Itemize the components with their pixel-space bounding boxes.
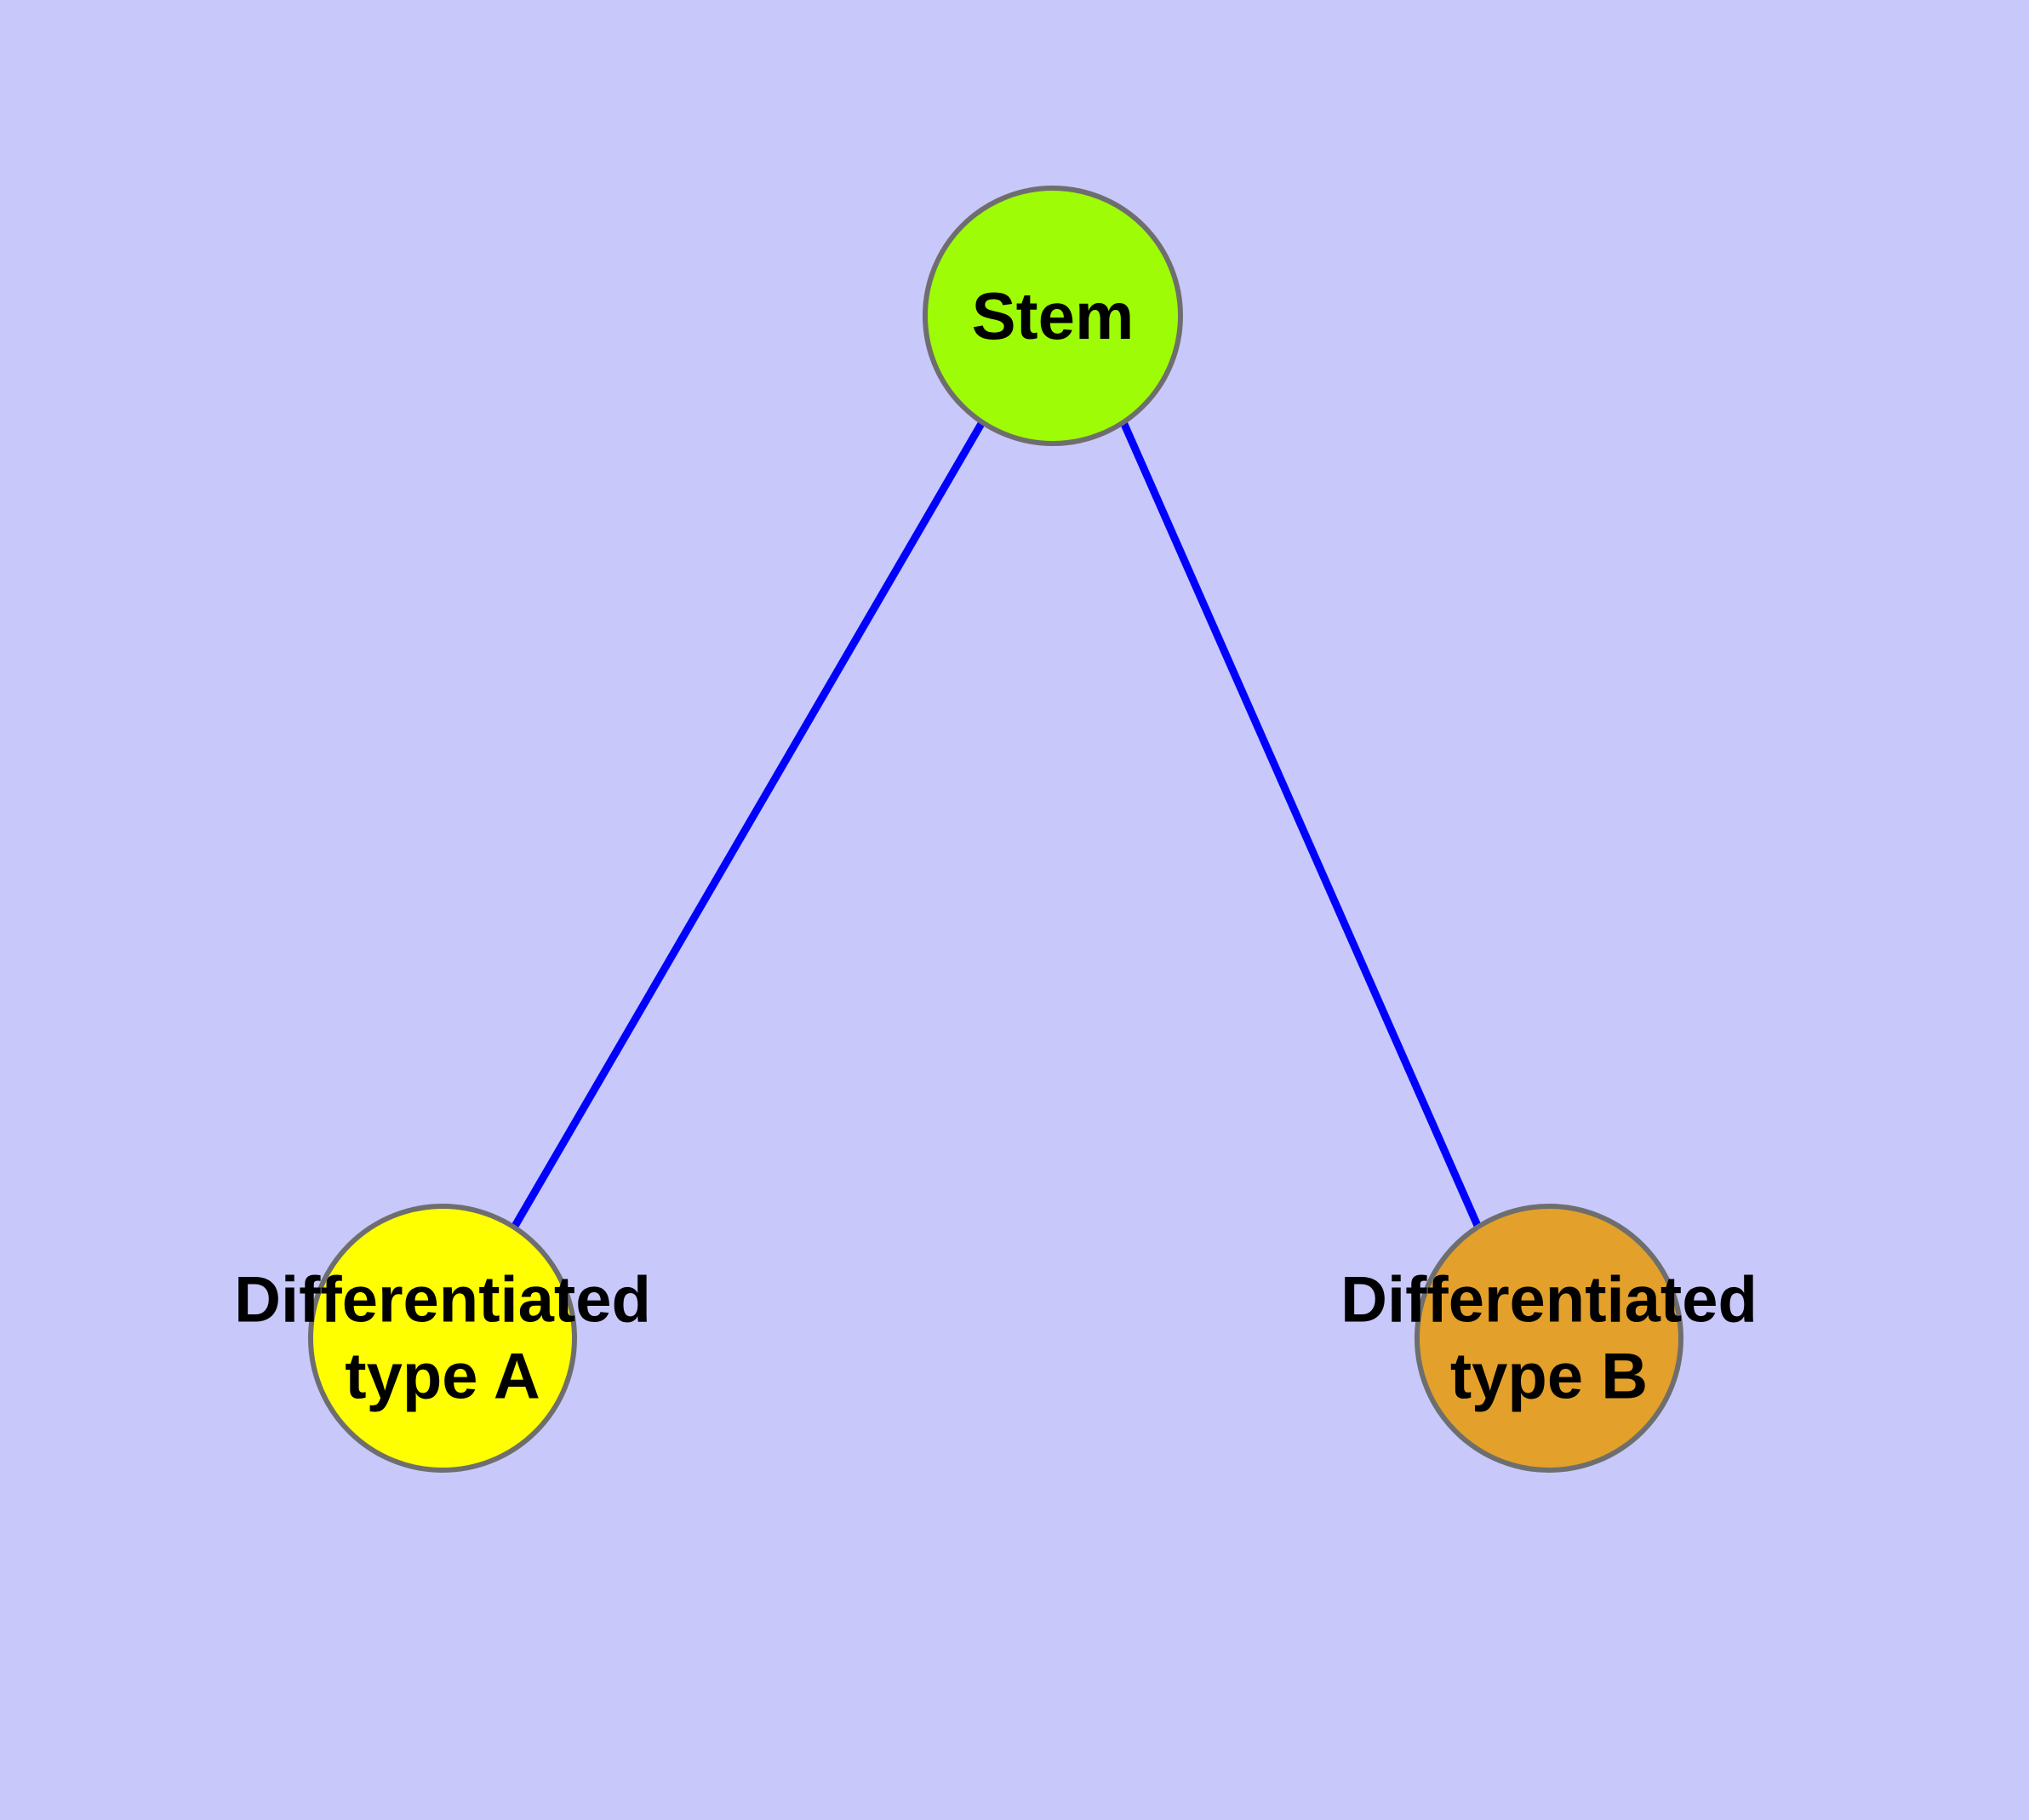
node-diff-b-circle[interactable] <box>1415 1204 1683 1473</box>
node-diff-a-circle[interactable] <box>308 1204 577 1473</box>
edge-stem-to-diff-a[interactable] <box>511 420 986 1230</box>
node-layer <box>308 186 1683 1473</box>
edge-layer <box>511 420 1483 1230</box>
node-stem-circle[interactable] <box>923 186 1183 446</box>
edge-stem-to-diff-b[interactable] <box>1119 421 1483 1229</box>
